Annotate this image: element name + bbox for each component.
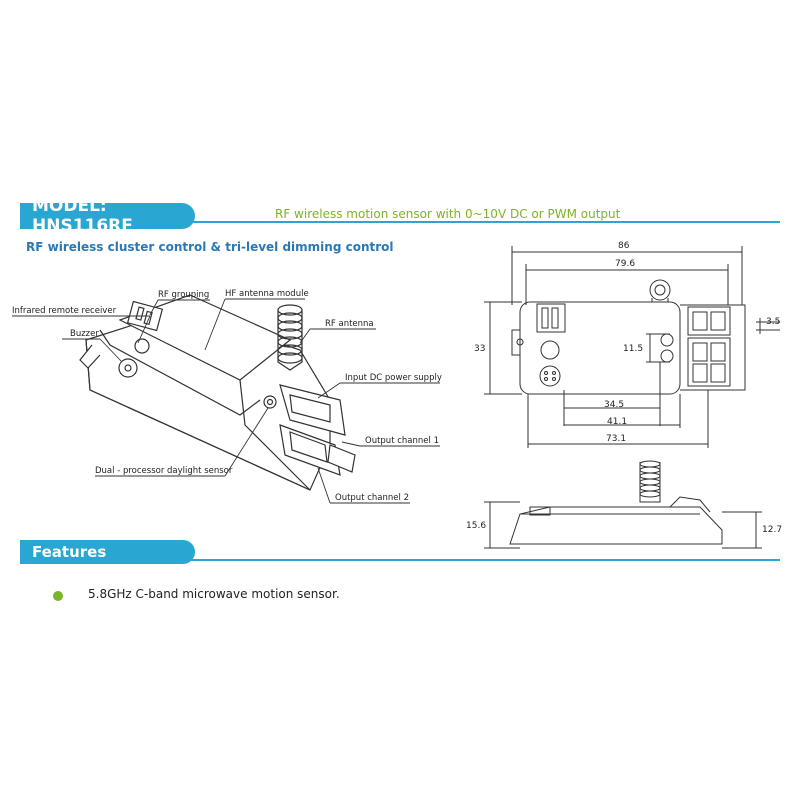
callout-rf-antenna: RF antenna [325,319,374,329]
callout-output-channel-2: Output channel 2 [335,493,409,503]
feature-item: 5.8GHz C-band microwave motion sensor. [88,587,340,601]
section-title: RF wireless cluster control & tri-level … [26,240,394,254]
dim-side-height: 15.6 [466,521,486,531]
callout-infrared-remote-receiver: Infrared remote receiver [12,306,117,316]
dim-34-5: 34.5 [604,400,624,410]
dim-terminal-pitch: 11.5 [623,344,643,354]
dim-overall-length: 86 [618,241,630,251]
model-label: MODEL: HNS116RF [20,196,195,236]
side-view-dimension-drawing: 15.6 12.7 [466,460,782,549]
feature-bullet-icon [53,591,63,601]
dim-terminal-offset: 3.5 [766,317,780,327]
product-perspective-drawing: RF grouping HF antenna module Infrared r… [12,289,442,504]
top-view-dimension-drawing: 86 79.6 33 11.5 3.5 34.5 41.1 73.1 [474,241,780,448]
callout-daylight-sensor: Dual - processor daylight sensor [95,466,233,476]
callout-hf-antenna-module: HF antenna module [225,289,309,299]
features-band-line [20,559,780,561]
product-subtitle: RF wireless motion sensor with 0~10V DC … [275,207,621,221]
dim-41-1: 41.1 [607,417,627,427]
callout-buzzer: Buzzer [70,329,99,339]
dim-height: 33 [474,344,485,354]
dim-side-height-2: 12.7 [762,525,782,535]
dim-73-1: 73.1 [606,434,626,444]
features-heading: Features [20,540,195,564]
dim-mounting-length: 79.6 [615,259,635,269]
callout-output-channel-1: Output channel 1 [365,436,439,446]
callout-input-dc-power-supply: Input DC power supply [345,373,442,383]
header-band-line [20,221,780,223]
callout-rf-grouping: RF grouping [158,290,209,300]
